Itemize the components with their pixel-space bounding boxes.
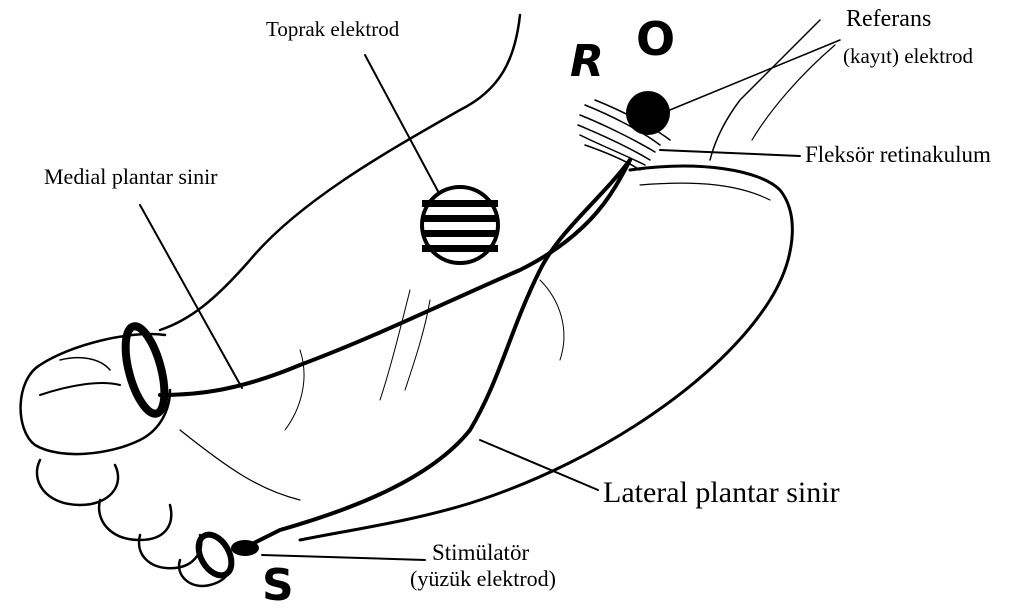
ankle-outline (710, 20, 820, 160)
toe-3 (99, 500, 171, 540)
label-medial: Medial plantar sinir (44, 164, 218, 190)
letter-r: R (570, 36, 604, 87)
leader-lateral (480, 440, 598, 490)
ring-electrode-big-toe (118, 322, 172, 417)
label-fleksor: Fleksör retinakulum (805, 142, 991, 168)
label-kayit: (kayıt) elektrod (843, 44, 973, 69)
medial-plantar-nerve (160, 160, 630, 395)
letter-o: O (636, 12, 675, 66)
recording-electrode (626, 91, 670, 135)
ring-electrode-small-toe (192, 529, 238, 581)
leader-referans (665, 40, 840, 112)
label-referans: Referans (846, 6, 931, 33)
label-stim: Stimülatör (432, 540, 529, 566)
leader-fleksor (660, 150, 800, 156)
leader-toprak (365, 55, 440, 195)
label-lateral: Lateral plantar sinir (603, 476, 840, 510)
toe-2 (37, 460, 118, 505)
letter-s: S (262, 560, 294, 611)
sole-line (180, 430, 300, 500)
ground-electrode (422, 187, 498, 263)
label-yuzuk: (yüzük elektrod) (410, 566, 556, 592)
stimulator-tip (231, 540, 259, 556)
label-toprak: Toprak elektrod (266, 17, 399, 42)
